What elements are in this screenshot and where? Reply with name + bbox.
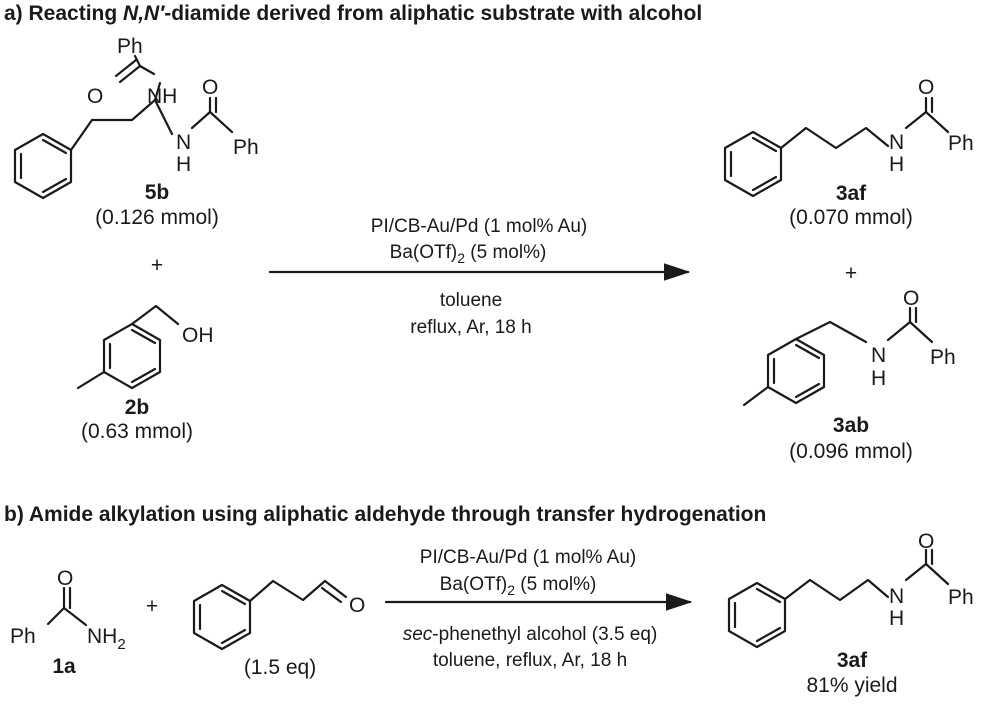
condition-additive: Ba(OTf)2 (5 mol%) (390, 242, 547, 266)
propyl-chain (783, 578, 890, 602)
hydrogen-label: H (889, 607, 904, 630)
phenyl-label: Ph (948, 132, 974, 155)
compound-label-5b: 5b (145, 181, 170, 204)
benzene-ring (192, 583, 252, 651)
propanal-chain (248, 579, 327, 603)
compound-label-3ab: 3ab (833, 414, 869, 437)
structure-1a: O Ph NH2 (10, 567, 126, 653)
amount-2b: (0.63 mmol) (81, 420, 193, 443)
hydrogen-label: H (889, 153, 904, 176)
condition-additive: Ba(OTf)2 (5 mol%) (440, 574, 597, 598)
propyl-chain (779, 126, 890, 150)
section-b-heading: b) Amide alkylation using aliphatic alde… (4, 503, 766, 526)
plus-sign: + (845, 262, 857, 285)
nitrogen-label: N (889, 131, 904, 154)
hydrogen-label: H (871, 367, 886, 390)
structure-3af: O N H Ph (727, 530, 974, 649)
hydrogen-label: H (176, 153, 191, 176)
benzene-ring (766, 337, 826, 405)
benzyl-bond (794, 320, 868, 344)
compound-label-3af: 3af (837, 649, 868, 672)
propyl-chain (69, 98, 157, 152)
condition-catalyst: PI/CB-Au/Pd (1 mol% Au) (371, 216, 587, 237)
yield-label: 81% yield (806, 674, 897, 697)
condition-catalyst: PI/CB-Au/Pd (1 mol% Au) (420, 547, 636, 568)
structure-3af: O N H Ph (723, 76, 974, 198)
plus-sign: + (151, 254, 163, 277)
structure-2b: OH (76, 304, 214, 390)
oxygen-label: O (918, 76, 934, 99)
oxygen-label: O (87, 85, 103, 108)
benzene-ring (102, 322, 162, 390)
compound-label-1a: 1a (52, 655, 76, 678)
benzene-ring (13, 132, 73, 200)
methyl-bond (742, 385, 770, 407)
methyl-bond (76, 370, 106, 390)
phenyl-label: Ph (948, 586, 974, 609)
condition-solvent-temp-time: toluene, reflux, Ar, 18 h (433, 650, 627, 671)
amount-3ab: (0.096 mmol) (789, 440, 913, 463)
compound-label-2b: 2b (125, 396, 150, 419)
oxygen-label: O (918, 530, 934, 553)
condition-solvent: toluene (440, 290, 502, 311)
hydroxyl-label: OH (182, 324, 214, 347)
compound-label-3af: 3af (836, 182, 867, 205)
nh-label: NH (147, 85, 177, 108)
amount-aldehyde: (1.5 eq) (244, 656, 316, 679)
oxygen-label: O (202, 76, 218, 99)
amount-3af: (0.070 mmol) (789, 206, 913, 229)
structure-hydrocinnamaldehyde: O (192, 579, 365, 651)
condition-temp-time: reflux, Ar, 18 h (410, 317, 531, 338)
benzene-ring (727, 581, 787, 649)
nitrogen-label: N (871, 344, 886, 367)
nitrogen-label: N (176, 131, 191, 154)
phenyl-label: Ph (117, 35, 143, 58)
oxygen-label: O (349, 594, 365, 617)
oxygen-label: O (903, 287, 919, 310)
condition-hydrogen-donor: sec-phenethyl alcohol (3.5 eq) (403, 624, 658, 645)
structure-3ab: O N H Ph (742, 287, 956, 407)
phenyl-label: Ph (930, 346, 956, 369)
phenyl-label: Ph (10, 625, 36, 648)
structure-5b: Ph O NH O N H Ph (13, 35, 259, 200)
benzene-ring (723, 130, 783, 198)
phenyl-label: Ph (233, 136, 259, 159)
ch2-oh-bond (130, 304, 180, 326)
nh2-label: NH2 (87, 625, 126, 653)
plus-sign: + (146, 595, 158, 618)
section-a-heading: a) Reacting N,N′-diamide derived from al… (4, 2, 702, 25)
nitrogen-label: N (889, 585, 904, 608)
amount-5b: (0.126 mmol) (95, 206, 219, 229)
oxygen-label: O (57, 567, 73, 590)
